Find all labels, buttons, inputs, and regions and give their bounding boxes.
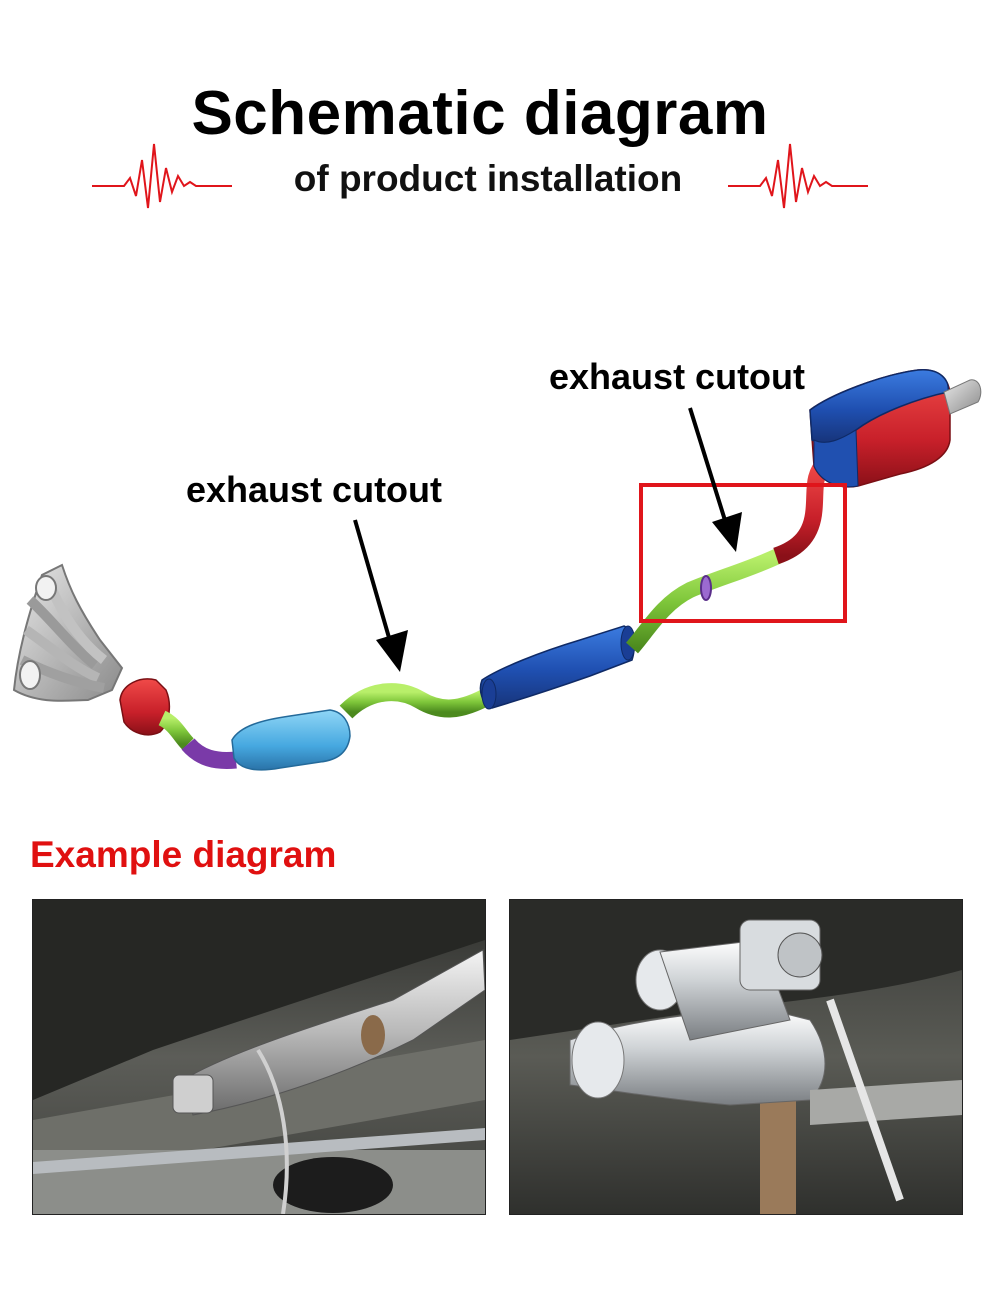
rear-muffler [809,369,951,488]
label-exhaust-cutout-rear: exhaust cutout [549,356,806,397]
cutout-highlight-box [639,483,847,623]
arrow-mid [353,519,408,672]
pipe-clamp [700,575,712,601]
resonator [231,709,351,771]
example-photo-under-car [32,899,486,1215]
example-section-title: Example diagram [30,834,337,875]
catalytic-converter [119,678,171,736]
heartbeat-wave-icon [92,143,232,209]
exhaust-manifold [12,563,124,702]
arrow-rear [688,407,742,552]
heartbeat-wave-icon [728,143,868,209]
tail-pipe [773,455,833,565]
flex-pipe [181,738,237,769]
page-subtitle: of product installation [293,158,683,199]
center-muffler [479,625,635,709]
mid-pipe [339,683,495,719]
label-exhaust-cutout-mid: exhaust cutout [186,469,443,510]
exhaust-tip [943,379,982,415]
page-title: Schematic diagram [191,79,769,148]
exhaust-system-diagram [12,369,982,771]
example-photo-cutout-closeup [509,899,963,1215]
